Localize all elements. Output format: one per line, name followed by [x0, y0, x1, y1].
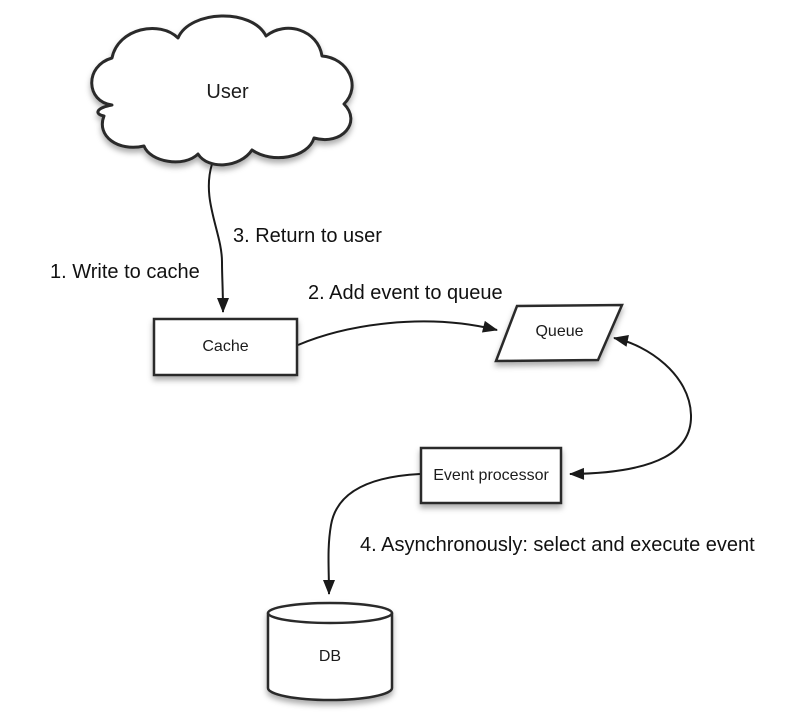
- event-processor-node: [419, 446, 563, 505]
- cache-node-label: Cache: [202, 338, 249, 355]
- user-node: [90, 14, 354, 167]
- cache-node: [152, 317, 299, 377]
- queue-node-label: Queue: [535, 323, 584, 340]
- queue-node: [494, 303, 624, 363]
- edge-user-cache: [207, 163, 229, 313]
- edge-label-step2: 2. Add event to queue: [308, 282, 503, 304]
- db-node-label: DB: [318, 648, 342, 665]
- db-node: [266, 601, 394, 702]
- event-processor-node-label: Event processor: [433, 466, 549, 484]
- edge-cache-queue: [297, 320, 498, 346]
- edge-label-step3: 3. Return to user: [233, 225, 382, 247]
- edge-label-step4: 4. Asynchronously: select and execute ev…: [360, 534, 755, 556]
- edge-label-step1: 1. Write to cache: [50, 261, 200, 283]
- edge-event-processor-db: [322, 473, 421, 595]
- edge-queue-event-processor: [569, 334, 693, 480]
- user-node-label: User: [206, 80, 249, 103]
